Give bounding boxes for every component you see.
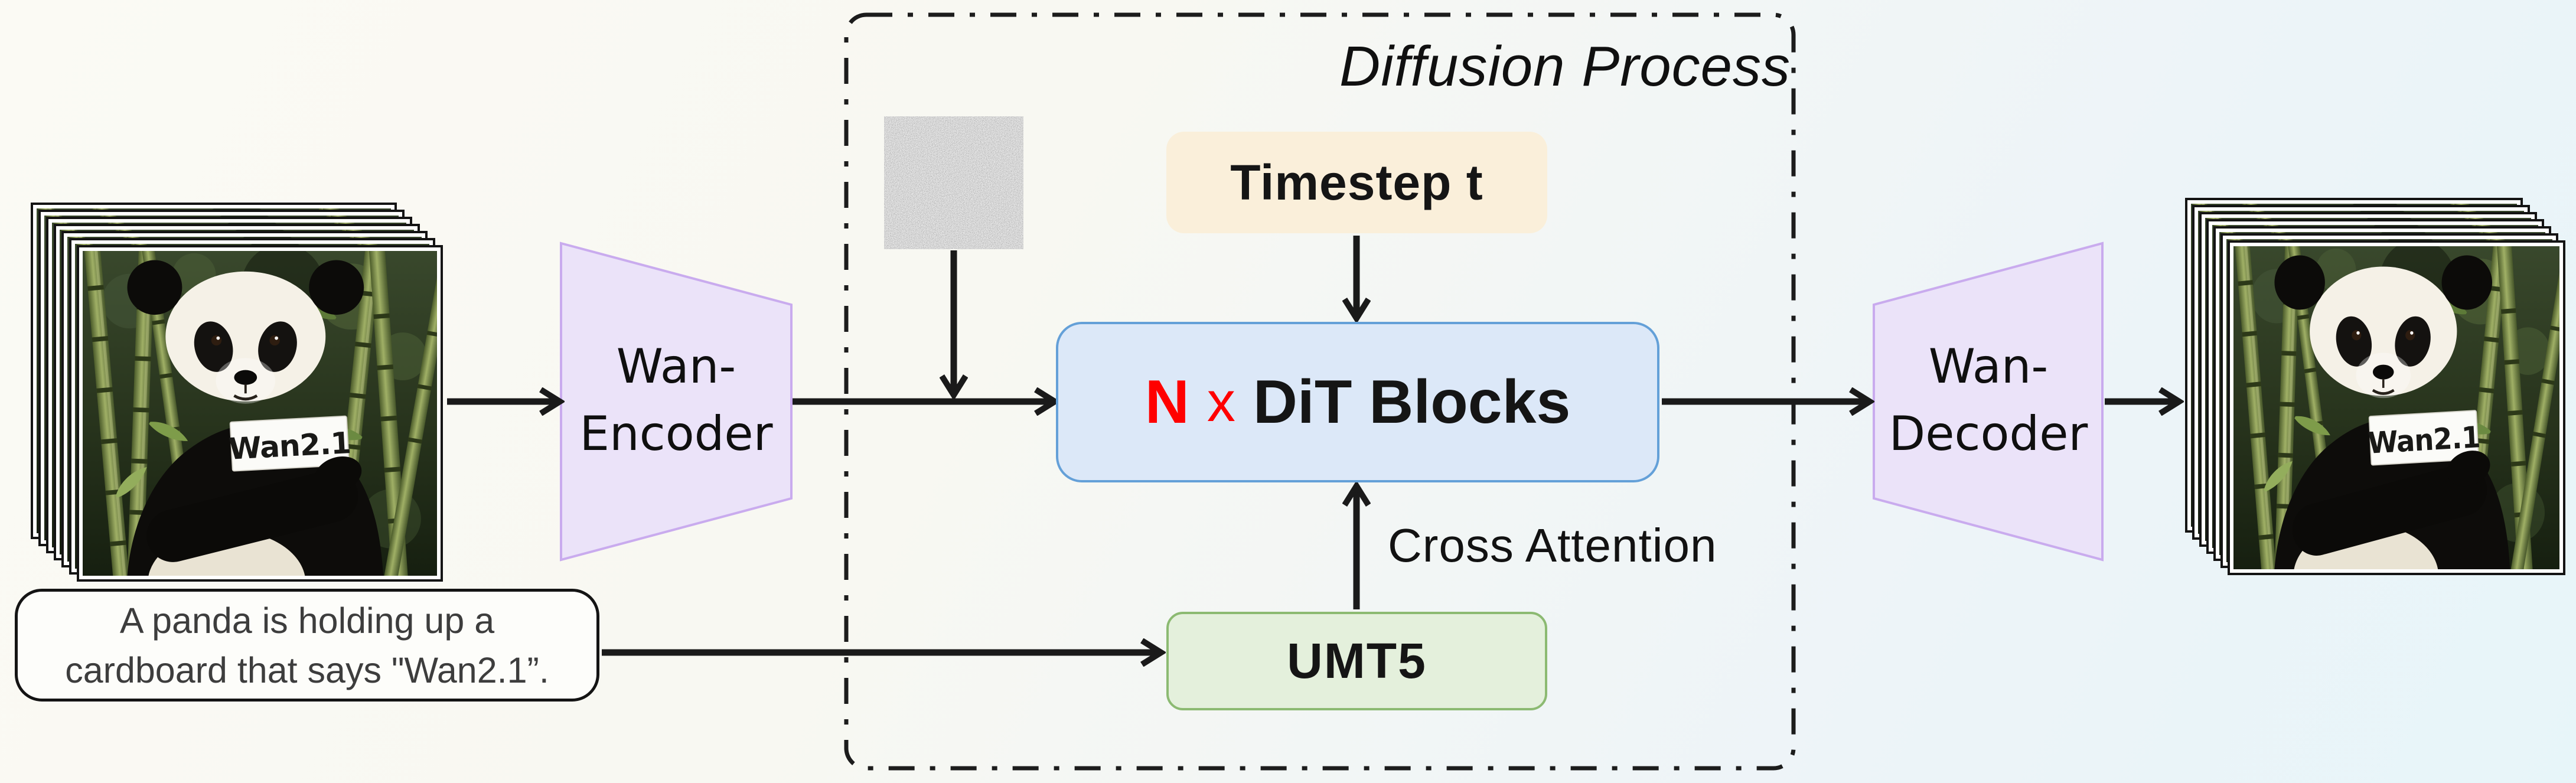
arrows (447, 236, 2179, 652)
wan-decoder-shape (1873, 242, 2104, 562)
wan-encoder-line2: Encoder (579, 406, 773, 461)
dit-count-n: N (1144, 367, 1189, 436)
wan-decoder-line2: Decoder (1889, 406, 2088, 461)
input-video-stack (31, 203, 444, 583)
wan-encoder-line1: Wan- (616, 339, 736, 394)
wan-decoder-line1: Wan- (1928, 339, 2049, 394)
video-frame-front (2228, 240, 2565, 575)
timestep-label: Timestep t (1230, 154, 1483, 210)
dit-blocks-box: N x DiT Blocks (1056, 322, 1659, 482)
cross-attention-label: Cross Attention (1388, 519, 1717, 572)
output-video-stack (2185, 198, 2576, 577)
timestep-box: Timestep t (1166, 132, 1547, 233)
diffusion-process-region (844, 12, 1796, 771)
wan-decoder-label: Wan- Decoder (1873, 333, 2104, 468)
video-frame-front (77, 245, 443, 582)
dit-blocks-label: DiT Blocks (1253, 367, 1571, 436)
umt5-label: UMT5 (1287, 633, 1427, 689)
diffusion-process-title: Diffusion Process (1339, 35, 1791, 98)
prompt-line-1: A panda is holding up a (119, 600, 495, 641)
text-prompt-box: A panda is holding up a cardboard that s… (15, 589, 599, 702)
umt5-box: UMT5 (1166, 612, 1547, 710)
wan-encoder-shape (560, 242, 793, 562)
wan-encoder-label: Wan- Encoder (561, 333, 791, 468)
prompt-line-2: cardboard that says "Wan2.1”. (65, 650, 549, 690)
noise-latent-image (884, 116, 1023, 249)
dit-times-symbol: x (1207, 370, 1235, 433)
